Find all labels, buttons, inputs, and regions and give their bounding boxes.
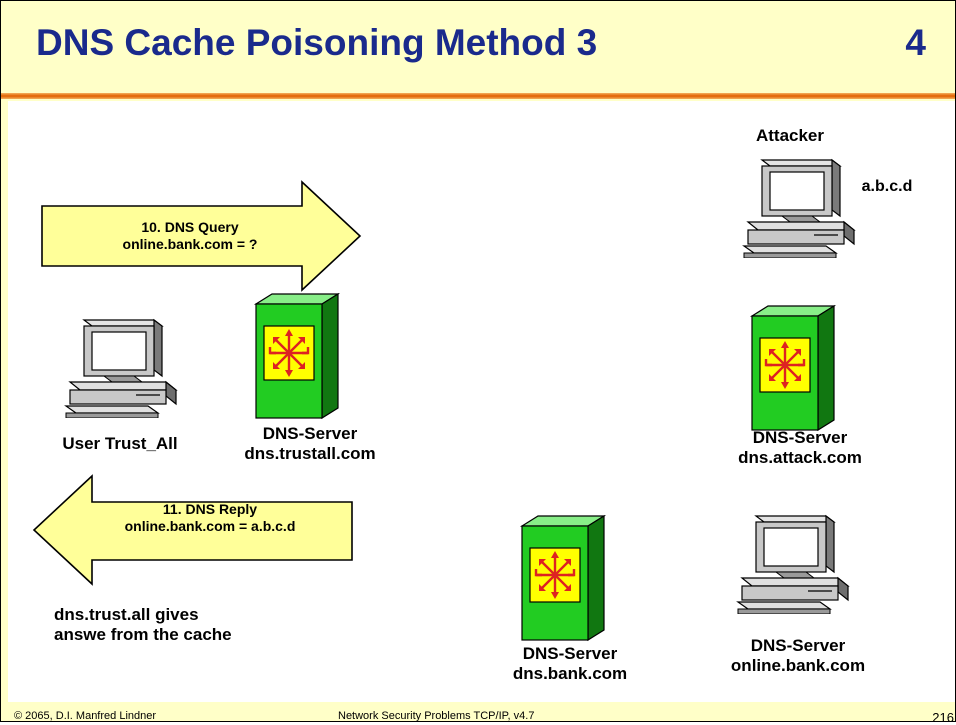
dns-trustall-line1: DNS-Server (262, 424, 358, 443)
reply-arrow-line2: online.bank.com = a.b.c.d (124, 518, 296, 534)
cache-note-line2: answe from the cache (54, 625, 232, 644)
slide-number: 4 (905, 22, 926, 63)
reply-arrow (32, 474, 353, 586)
user-computer-icon (62, 318, 182, 418)
attacker-address: a.b.c.d (861, 178, 913, 195)
dns-trustall-server-icon (252, 292, 342, 422)
dns-trustall-label: DNS-Server dns.trustall.com (220, 424, 400, 464)
dns-bank-line1: DNS-Server (522, 644, 618, 663)
title-divider (0, 93, 956, 99)
title-bar: DNS Cache Poisoning Method 3 4 (0, 0, 956, 92)
dns-attack-line1: DNS-Server (752, 428, 848, 447)
footer-course: Network Security Problems TCP/IP, v4.7 (338, 710, 535, 722)
reply-arrow-label: 11. DNS Reply online.bank.com = a.b.c.d (80, 501, 340, 535)
dns-attack-label: DNS-Server dns.attack.com (710, 428, 890, 468)
online-bank-label: DNS-Server online.bank.com (708, 636, 888, 676)
footer-page-number: 216 (932, 710, 954, 725)
reply-arrow-line1: 11. DNS Reply (162, 501, 258, 517)
query-arrow-line2: online.bank.com = ? (122, 236, 258, 252)
query-arrow-label: 10. DNS Query online.bank.com = ? (60, 219, 320, 253)
dns-attack-server-icon (748, 304, 838, 434)
query-arrow-line1: 10. DNS Query (141, 219, 239, 235)
dns-trustall-line2: dns.trustall.com (244, 444, 376, 463)
dns-attack-line2: dns.attack.com (738, 448, 862, 467)
footer (0, 702, 956, 722)
online-bank-line2: online.bank.com (730, 656, 866, 675)
attacker-title: Attacker (755, 126, 825, 145)
cache-note: dns.trust.all gives answe from the cache (54, 605, 232, 645)
dns-bank-server-icon (518, 514, 608, 644)
online-bank-line1: DNS-Server (750, 636, 846, 655)
user-label: User Trust_All (62, 434, 178, 453)
attacker-computer-icon (740, 158, 860, 258)
footer-copyright: © 2065, D.I. Manfred Lindner (14, 710, 157, 722)
query-arrow (41, 180, 362, 292)
dns-bank-line2: dns.bank.com (512, 664, 628, 683)
cache-note-line1: dns.trust.all gives (54, 605, 199, 624)
dns-bank-label: DNS-Server dns.bank.com (480, 644, 660, 684)
slide-title: DNS Cache Poisoning Method 3 (36, 22, 598, 63)
online-bank-computer-icon (734, 514, 854, 614)
